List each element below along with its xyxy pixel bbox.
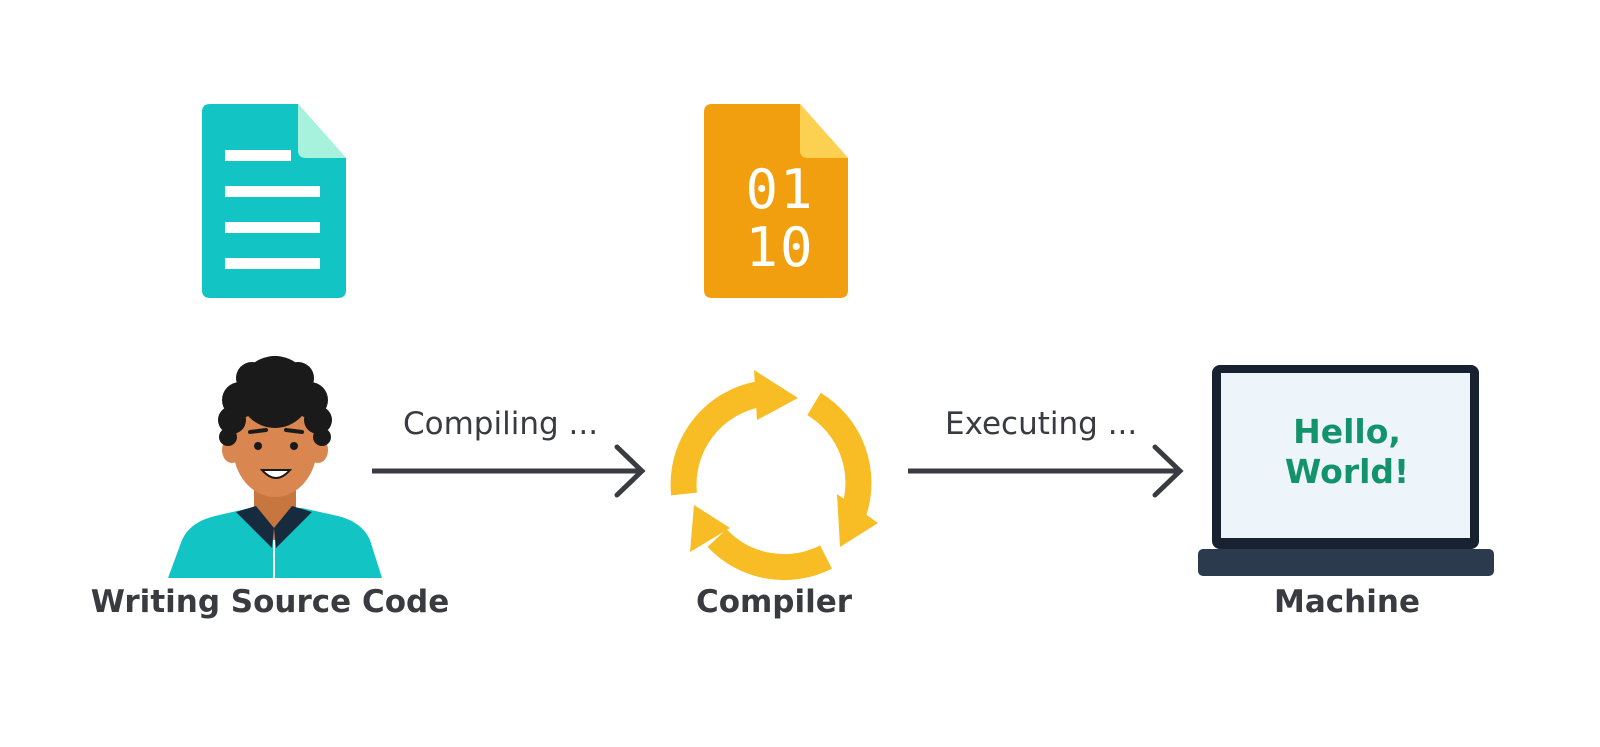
compiling-arrow — [372, 444, 646, 498]
machine-label: Machine — [1274, 584, 1420, 620]
screen-line-1: Hello, — [1293, 412, 1401, 451]
compiling-label: Compiling ... — [403, 406, 599, 442]
cycle-arrows-icon — [670, 370, 878, 581]
binary-file-icon — [704, 104, 848, 298]
laptop-icon — [1198, 365, 1494, 576]
executing-arrow — [908, 444, 1184, 498]
source-code-label: Writing Source Code — [90, 584, 450, 620]
laptop-screen-text: Hello, World! — [1230, 412, 1464, 492]
binary-line-1: 01 — [745, 158, 815, 221]
compiler-label: Compiler — [695, 584, 853, 620]
developer-avatar — [168, 356, 382, 578]
executing-label: Executing ... — [945, 406, 1138, 442]
binary-line-2: 10 — [745, 216, 815, 279]
document-icon — [202, 104, 346, 298]
screen-line-2: World! — [1284, 452, 1410, 491]
